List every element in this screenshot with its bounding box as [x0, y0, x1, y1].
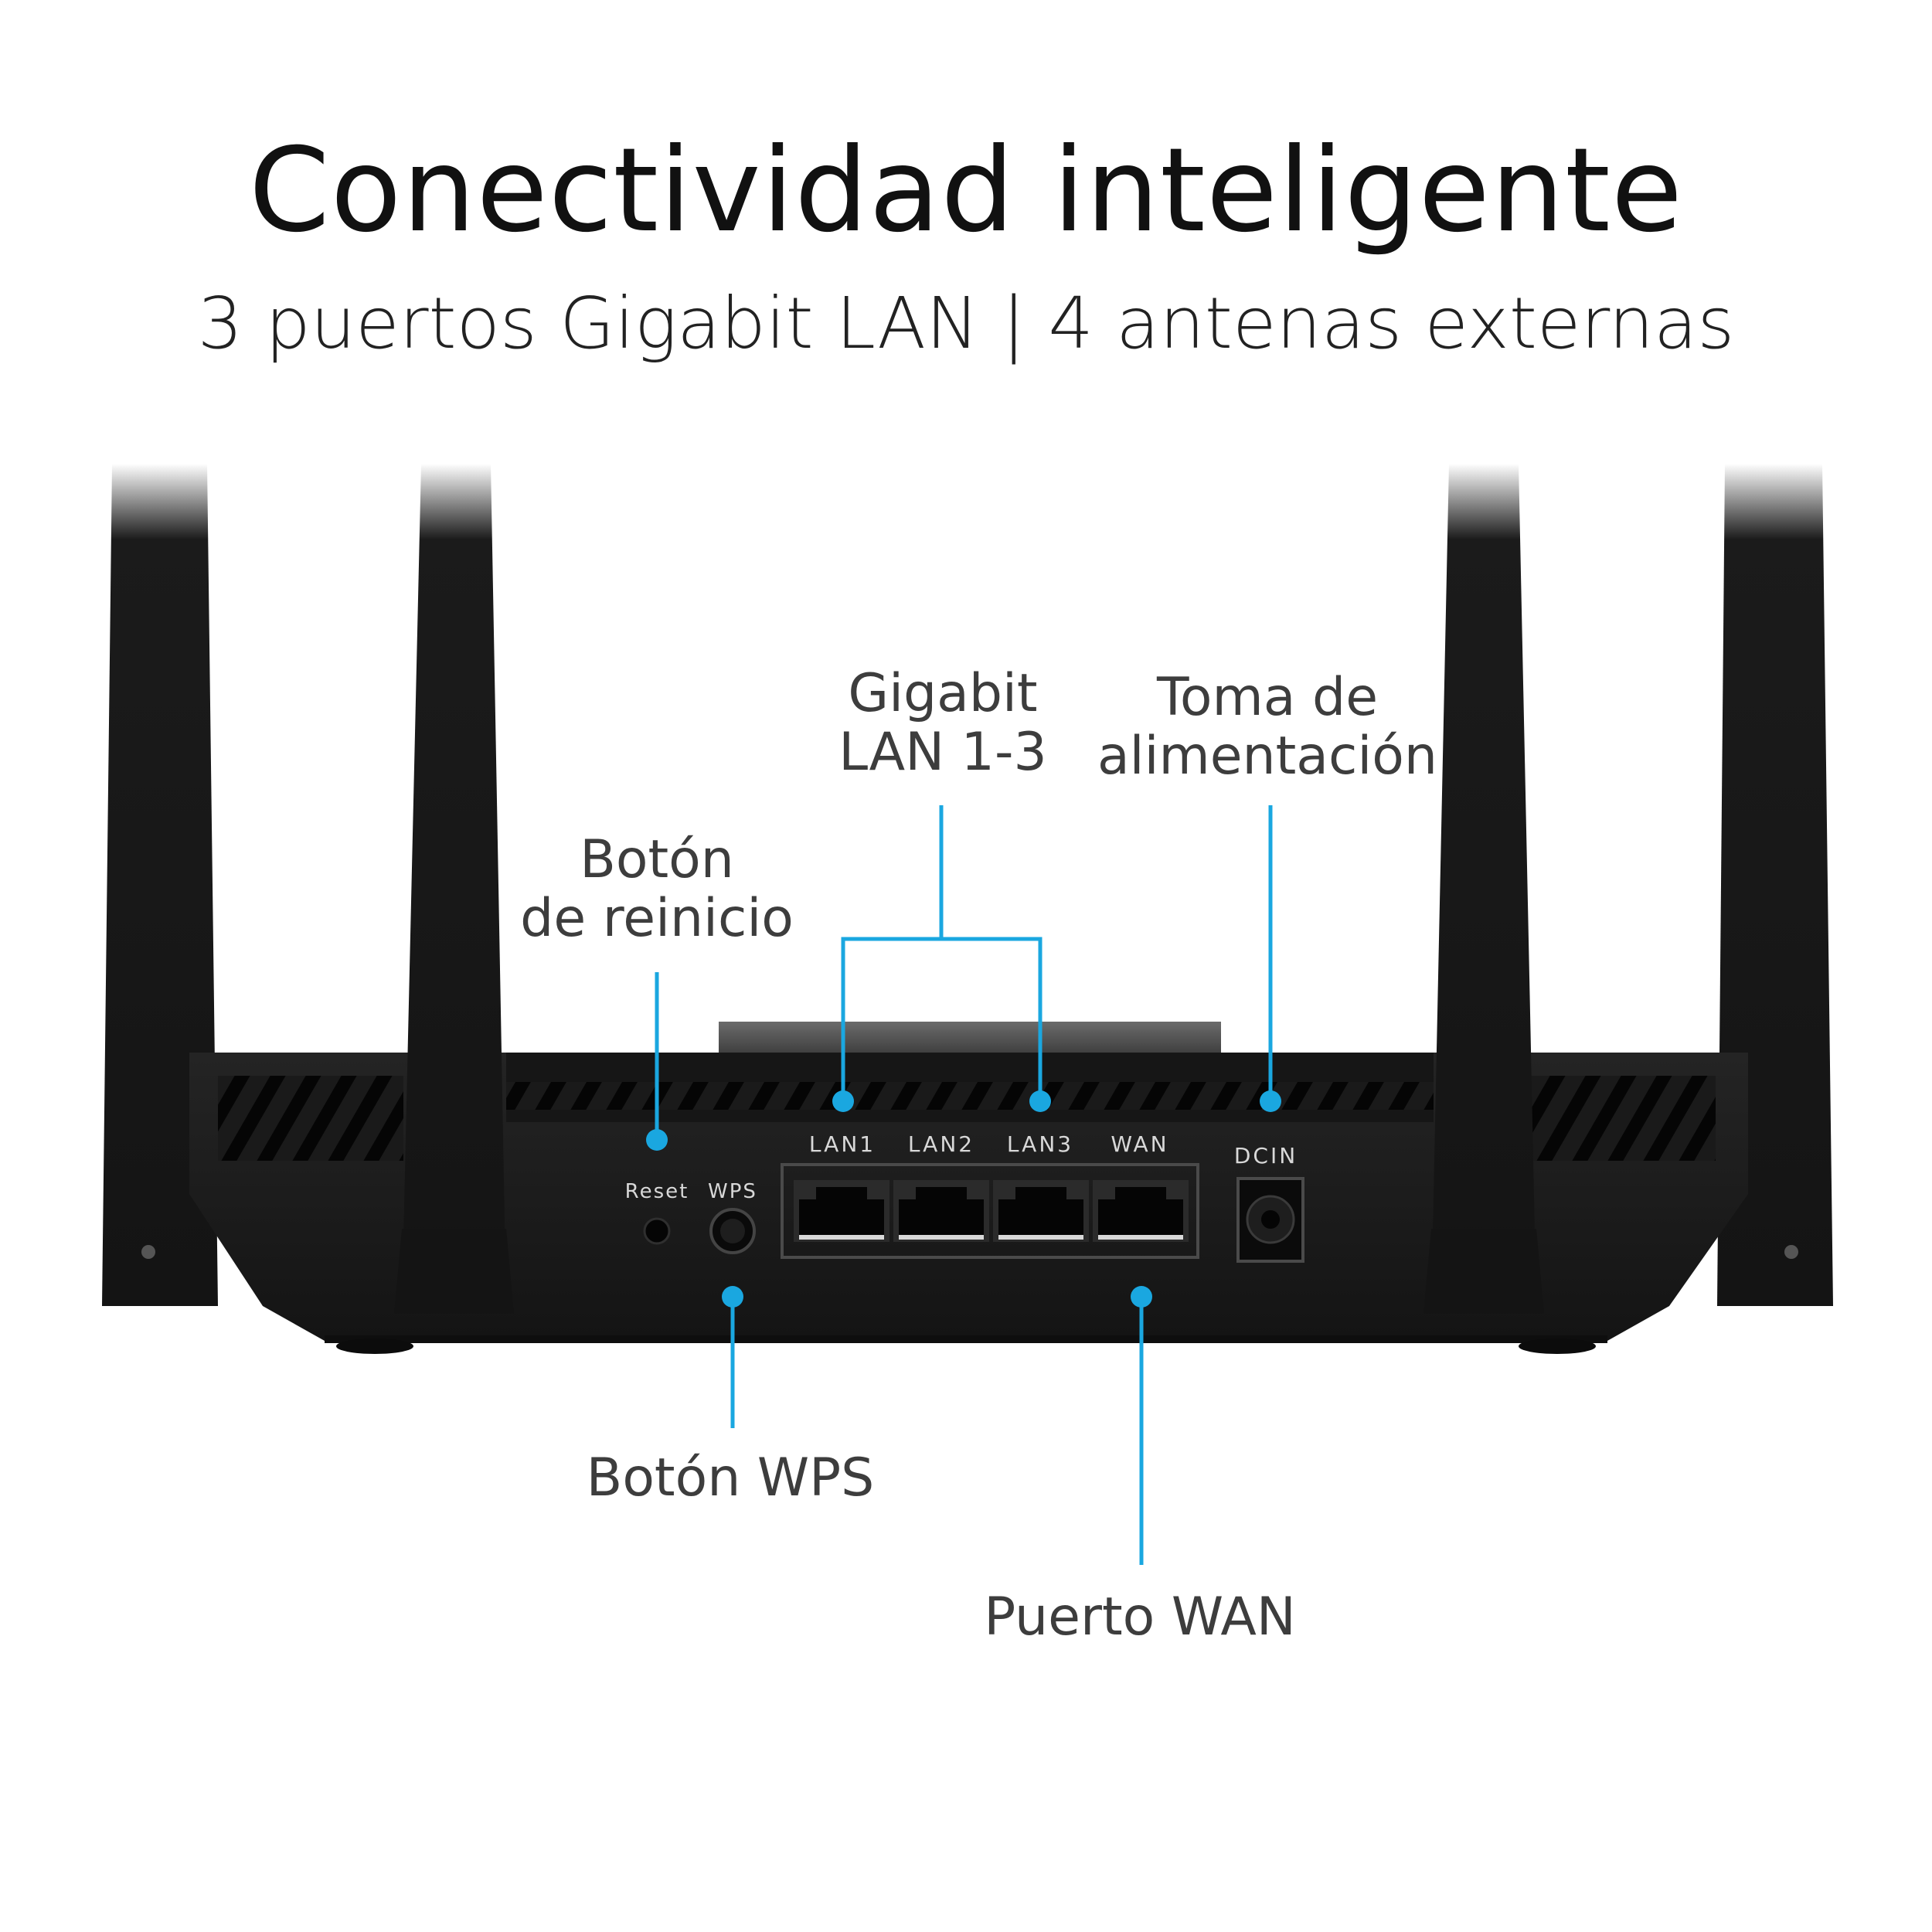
device-label-lan1: LAN1 — [809, 1131, 876, 1157]
label-gigabit-lan-line1: Gigabit — [848, 663, 1038, 724]
label-power-jack-line2: alimentación — [1097, 726, 1437, 787]
device-label-dcin: DCIN — [1234, 1143, 1298, 1168]
antenna-inner-left — [394, 464, 514, 1314]
device-label-wps: WPS — [708, 1180, 757, 1203]
callout-dot-lan3 — [1029, 1090, 1051, 1112]
device-label-lan2: LAN2 — [908, 1131, 975, 1157]
label-reset-button-line1: Botón — [580, 829, 734, 890]
callout-dots — [646, 1090, 1281, 1308]
callout-dot-lan1 — [832, 1090, 854, 1112]
label-wan-port: Puerto WAN — [984, 1587, 1296, 1648]
label-gigabit-lan-line2: LAN 1-3 — [838, 722, 1047, 783]
callout-dot-wps — [722, 1286, 743, 1308]
label-wps-button: Botón WPS — [586, 1447, 875, 1509]
antenna-inner-right — [1423, 464, 1544, 1314]
page-title: Conectividad inteligente — [248, 124, 1684, 258]
label-power-jack: Toma de alimentación — [1074, 668, 1461, 786]
port-panel — [781, 1163, 1199, 1259]
callout-lines — [655, 805, 1273, 1565]
label-power-jack-line1: Toma de — [1156, 667, 1379, 728]
reset-pinhole[interactable] — [643, 1217, 671, 1245]
device-label-reset: Reset — [625, 1180, 689, 1203]
device-label-lan3: LAN3 — [1007, 1131, 1073, 1157]
label-reset-button-line2: de reinicio — [520, 888, 794, 949]
dc-power-jack[interactable] — [1236, 1177, 1304, 1263]
top-plate — [719, 1022, 1221, 1057]
label-reset-button: Botón de reinicio — [479, 831, 835, 948]
callout-dot-power — [1260, 1090, 1281, 1112]
port-lan2[interactable] — [893, 1180, 989, 1242]
port-wan[interactable] — [1093, 1180, 1189, 1242]
callout-line-lan-bracket — [841, 937, 1043, 1101]
port-lan3[interactable] — [993, 1180, 1089, 1242]
callout-dot-reset — [646, 1129, 668, 1151]
device-label-wan: WAN — [1111, 1131, 1168, 1157]
wps-button[interactable] — [709, 1208, 756, 1254]
antenna-outer-left — [102, 464, 218, 1306]
callout-dot-wan — [1131, 1286, 1152, 1308]
page-subtitle: 3 puertos Gigabit LAN | 4 antenas extern… — [197, 282, 1735, 365]
port-lan1[interactable] — [794, 1180, 889, 1242]
label-gigabit-lan: Gigabit LAN 1-3 — [773, 665, 1113, 782]
